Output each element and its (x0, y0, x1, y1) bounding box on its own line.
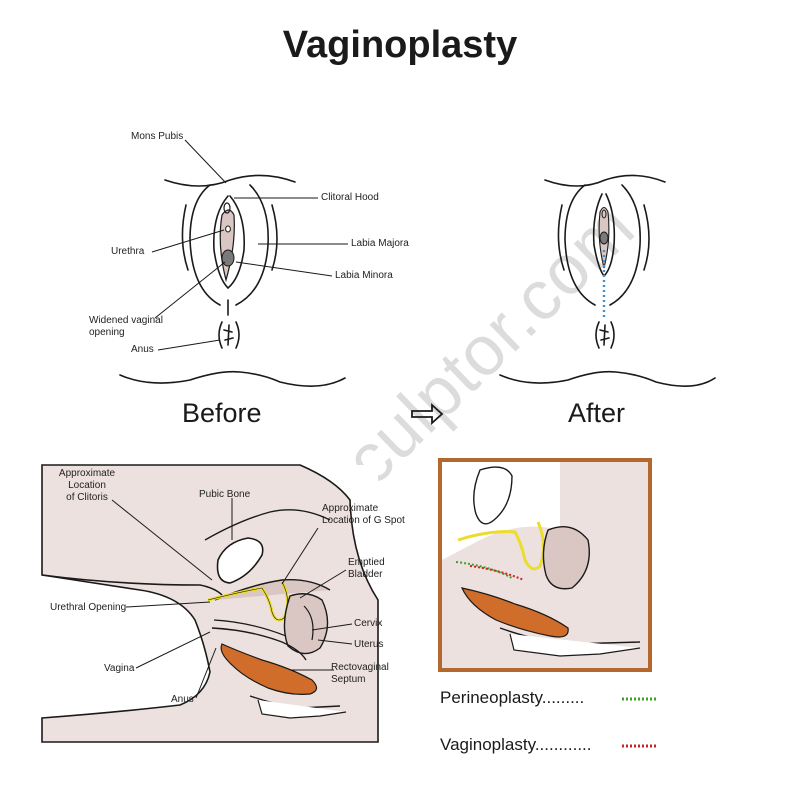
sagittal-section-before (41, 464, 379, 743)
label-clitoris-2: Location (68, 480, 106, 491)
label-anus-external: Anus (131, 344, 154, 355)
label-urethral-opening: Urethral Opening (50, 602, 127, 613)
label-labia-majora: Labia Majora (351, 238, 409, 249)
page-title: Vaginoplasty (282, 24, 518, 66)
label-widened-vaginal-opening-2: opening (89, 327, 125, 338)
label-rectovaginal-1: Rectovaginal (331, 662, 389, 673)
legend-perineoplasty: Perineoplasty......... (440, 688, 585, 707)
label-mons-pubis: Mons Pubis (131, 131, 184, 142)
sagittal-section-after (438, 458, 652, 672)
label-labia-minora: Labia Minora (335, 270, 393, 281)
label-clitoris-3: of Clitoris (66, 492, 108, 503)
label-bladder-2: Bladder (348, 569, 383, 580)
label-clitoral-hood: Clitoral Hood (321, 192, 379, 203)
label-bladder-1: Emptied (348, 557, 385, 568)
before-after-arrow-icon (411, 402, 444, 426)
before-label: Before (182, 398, 262, 428)
before-leader-lines (151, 139, 348, 351)
label-clitoris-1: Approximate (58, 468, 116, 479)
after-label: After (568, 398, 626, 428)
label-pubic-bone: Pubic Bone (199, 489, 251, 500)
label-anus-section: Anus (171, 694, 194, 705)
label-g-spot-1: Approximate (322, 503, 379, 514)
label-urethra: Urethra (111, 246, 145, 257)
legend-vaginoplasty: Vaginoplasty............ (440, 735, 592, 754)
label-uterus: Uterus (354, 639, 384, 650)
label-g-spot-2: Location of G Spot (322, 515, 405, 526)
label-rectovaginal-2: Septum (331, 674, 366, 685)
label-vagina: Vagina (104, 663, 135, 674)
after-external-illustration (499, 174, 716, 387)
label-widened-vaginal-opening: Widened vaginal (89, 315, 163, 326)
section-leader-lines (111, 498, 353, 699)
label-cervix: Cervix (354, 618, 383, 629)
